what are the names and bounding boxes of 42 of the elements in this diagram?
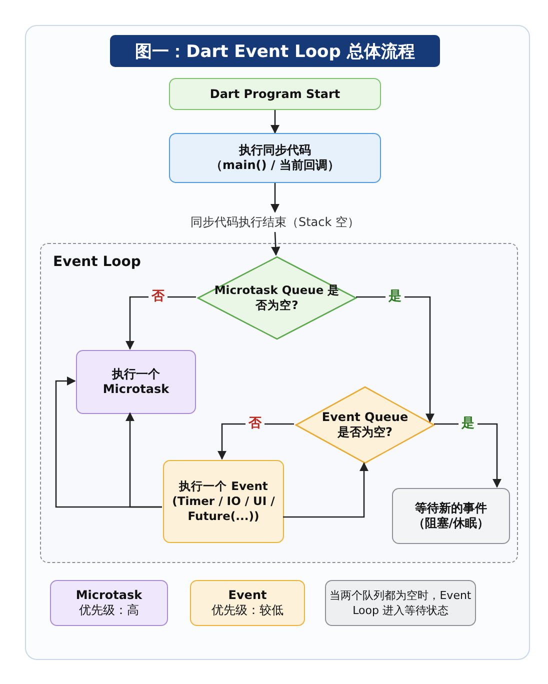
note-box [325, 580, 476, 626]
node-title: 当两个队列都为空时，Event Loop 进入等待状态 [328, 588, 472, 618]
arrow [217, 423, 294, 460]
status-text: 同步代码执行结束（Stack 空） [190, 214, 360, 230]
node-title: 执行同步代码 [239, 143, 311, 158]
edge-label: 否 [148, 289, 168, 305]
title-banner: 图一：Dart Event Loop 总体流程 [110, 35, 440, 67]
node-text: （阻塞/休眠） [412, 516, 490, 531]
arrow [125, 296, 196, 350]
node-text: (Timer / IO / UI / Future(...)) [172, 494, 276, 524]
decision-diamond [197, 256, 357, 340]
node-title: Dart Program Start [210, 86, 340, 102]
node-text: 优先级：高 [79, 603, 139, 618]
node-title: 执行一个 Microtask [102, 367, 170, 397]
edge-label: 是 [386, 289, 404, 305]
arrow [55, 376, 162, 508]
node-title: 执行一个 Event [178, 479, 269, 494]
loop-container [40, 243, 518, 563]
process-box [169, 133, 381, 183]
process-box [163, 460, 284, 543]
node-title: 等待新的事件 [415, 501, 487, 516]
node-text: 优先级：较低 [212, 603, 284, 618]
node-title: Microtask Queue 是否为空? [213, 283, 341, 313]
arrow [356, 296, 435, 423]
arrow [434, 423, 502, 488]
decision-diamond [295, 386, 435, 464]
process-box [392, 488, 510, 544]
legend-box [190, 580, 305, 626]
process-box [76, 350, 196, 414]
arrow [270, 183, 280, 213]
legend-box [50, 580, 168, 626]
node-title: Event Queue 是否为空? [320, 410, 410, 440]
edge-label: 是 [458, 416, 478, 432]
arrow [283, 462, 369, 518]
process-box [169, 78, 381, 110]
node-title: Microtask [76, 588, 142, 603]
arrow [271, 232, 280, 256]
edge-label: 否 [246, 416, 264, 432]
group-title: Event Loop [53, 254, 141, 270]
arrow [270, 110, 280, 134]
node-title: Event [228, 588, 267, 603]
node-text: （main() / 当前回调） [210, 158, 340, 173]
